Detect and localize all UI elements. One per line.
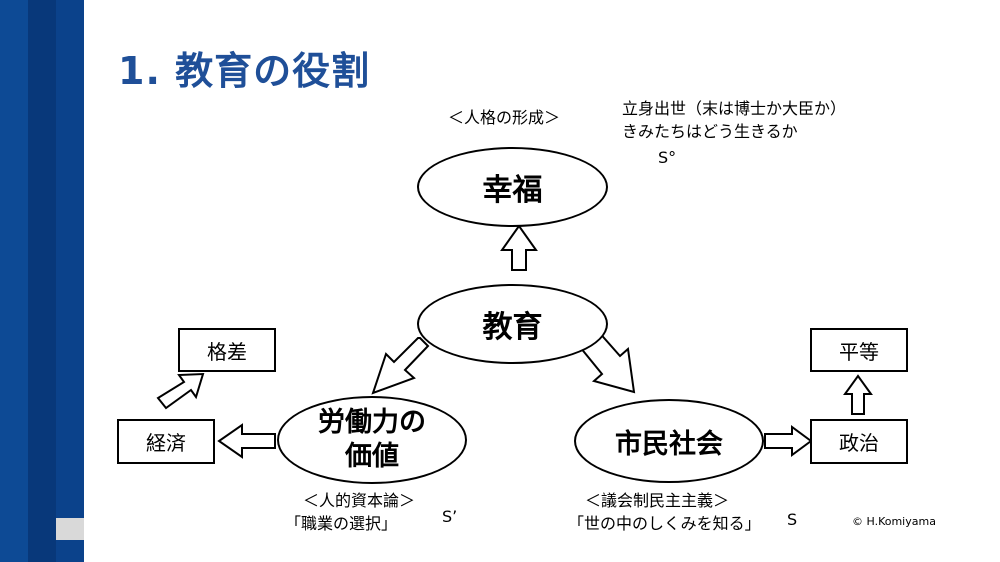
- box-disparity: 格差: [178, 328, 276, 372]
- node-education-label: 教育: [482, 310, 543, 345]
- node-happiness: 幸福: [417, 147, 608, 227]
- box-politics: 政治: [810, 419, 908, 464]
- bottom-right-label: ＜議会制民主主義＞: [585, 491, 730, 510]
- box-economy: 経済: [117, 419, 215, 464]
- box-disparity-label: 格差: [207, 339, 247, 364]
- arrow-politics-to-equality: [843, 374, 873, 415]
- arrow-education-to-civil: [578, 328, 636, 394]
- box-equality: 平等: [810, 328, 908, 372]
- box-politics-label: 政治: [839, 431, 879, 455]
- arrow-labor-to-economy: [217, 423, 276, 459]
- arrow-up-education-to-happiness: [500, 224, 538, 271]
- top-label: ＜人格の形成＞: [448, 108, 561, 127]
- node-labor-value-line2: 価値: [345, 441, 399, 472]
- side-stripe-gap: [56, 518, 84, 540]
- node-labor-value: 労働力の 価値: [277, 396, 467, 484]
- top-note-line1: 立身出世（末は博士か大臣か）: [622, 99, 847, 118]
- s-prime-label: S’: [442, 507, 458, 526]
- bottom-left-sub: 「職業の選択」: [285, 514, 398, 533]
- node-labor-value-line1: 労働力の: [318, 407, 426, 439]
- box-equality-label: 平等: [839, 339, 879, 364]
- node-education: 教育: [417, 284, 608, 364]
- node-civil-society-label: 市民社会: [615, 428, 723, 460]
- s-degree-label: S°: [658, 148, 677, 167]
- box-economy-label: 経済: [146, 431, 186, 455]
- bottom-left-label: ＜人的資本論＞: [303, 491, 416, 510]
- slide-title: 1. 教育の役割: [118, 49, 371, 93]
- side-stripe: [56, 0, 84, 562]
- node-civil-society: 市民社会: [574, 399, 764, 483]
- arrow-civil-to-politics: [764, 425, 813, 457]
- arrow-economy-to-disparity: [156, 372, 205, 410]
- s-plain-label: S: [787, 510, 798, 529]
- node-happiness-label: 幸福: [482, 173, 543, 208]
- bottom-right-sub: 「世の中のしくみを知る」: [568, 514, 761, 533]
- side-stripe: [0, 0, 28, 562]
- side-decoration-band: [0, 0, 84, 562]
- arrow-education-to-labor: [371, 337, 430, 395]
- side-stripe: [28, 0, 56, 562]
- copyright: © H.Komiyama: [852, 515, 936, 528]
- top-note-line2: きみたちはどう生きるか: [622, 122, 798, 141]
